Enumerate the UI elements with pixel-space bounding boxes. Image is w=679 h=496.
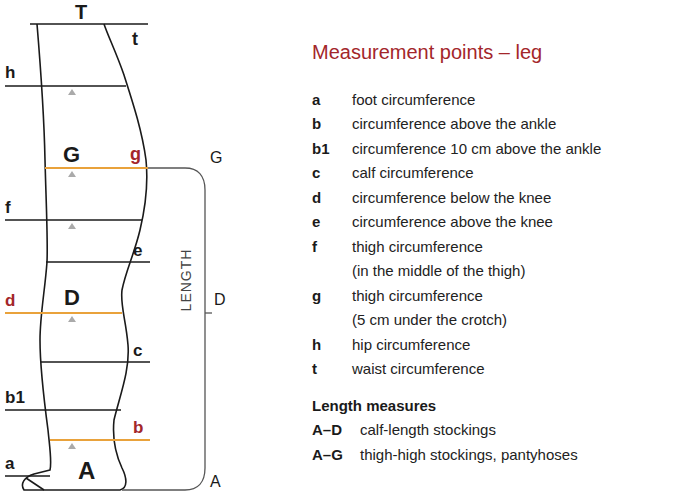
list-description: circumference below the knee <box>352 186 551 211</box>
section-heading: Length measures <box>312 394 436 419</box>
calf-line <box>41 361 150 363</box>
list-description: calf circumference <box>352 161 474 186</box>
upper-thigh-line <box>45 167 148 169</box>
hip-line <box>5 85 126 87</box>
point-letter: G <box>63 141 80 169</box>
point-letter: b1 <box>5 387 25 408</box>
length-point: G <box>210 148 222 168</box>
length-tick <box>205 312 212 313</box>
marker-triangle <box>68 89 76 95</box>
list-description: thigh-high stockings, pantyhoses <box>360 443 578 468</box>
point-letter: g <box>130 143 141 166</box>
point-letter: D <box>64 284 80 312</box>
list-description: circumference 10 cm above the ankle <box>352 137 601 162</box>
length-point: D <box>214 290 226 310</box>
point-letter: e <box>133 240 142 261</box>
list-description: thigh circumference (in the middle of th… <box>352 235 592 284</box>
ankle-10cm-line <box>5 409 121 411</box>
list-letter: b <box>312 112 321 137</box>
point-letter: d <box>5 290 15 311</box>
above-knee-line <box>46 261 150 263</box>
length-label: LENGTH <box>177 249 195 312</box>
point-letter: c <box>133 340 142 361</box>
list-description: circumference above the ankle <box>352 112 556 137</box>
above-ankle-line <box>50 439 150 441</box>
length-range: A–G <box>312 443 343 468</box>
list-letter: h <box>312 333 321 358</box>
marker-triangle <box>68 223 76 229</box>
point-letter: a <box>5 453 14 474</box>
foot-line <box>5 475 50 477</box>
list-description: foot circumference <box>352 88 475 113</box>
length-range: A–D <box>312 418 342 443</box>
list-letter: b1 <box>312 137 330 162</box>
point-letter: A <box>78 456 95 486</box>
point-letter: b <box>133 417 143 438</box>
list-letter: a <box>312 88 320 113</box>
point-letter: T <box>75 0 87 25</box>
list-letter: g <box>312 284 321 309</box>
title: Measurement points – leg <box>312 39 542 65</box>
list-description: hip circumference <box>352 333 470 358</box>
list-letter: c <box>312 161 320 186</box>
list-letter: t <box>312 357 317 382</box>
thigh-line <box>5 219 142 221</box>
wrap-spacer <box>492 235 592 258</box>
list-description: thigh circumference (5 cm under the crot… <box>352 284 592 333</box>
list-letter: e <box>312 210 320 235</box>
list-description: calf-length stockings <box>360 418 496 443</box>
marker-triangle <box>68 443 76 449</box>
point-letter: t <box>132 28 138 51</box>
list-description: waist circumference <box>352 357 485 382</box>
list-description: circumference above the knee <box>352 210 553 235</box>
leg-outline <box>22 24 146 490</box>
marker-triangle <box>68 171 76 177</box>
point-letter: f <box>5 197 11 218</box>
length-point: A <box>210 472 221 492</box>
list-letter: f <box>312 235 317 260</box>
list-letter: d <box>312 186 321 211</box>
below-knee-line <box>5 312 122 314</box>
length-bracket <box>122 168 205 490</box>
point-letter: h <box>5 62 15 83</box>
waist-line <box>30 23 148 25</box>
marker-triangle <box>68 316 76 322</box>
wrap-spacer <box>492 284 592 307</box>
toe-line <box>26 478 44 490</box>
